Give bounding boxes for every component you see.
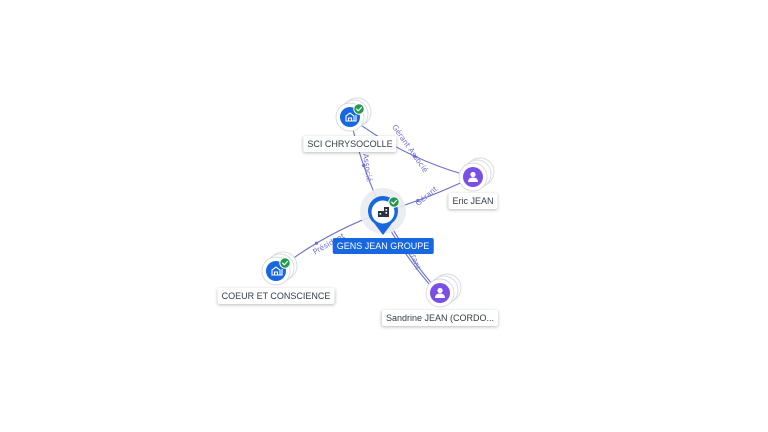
node-main[interactable] — [360, 188, 406, 235]
edge-direction-dot — [362, 163, 366, 168]
node-label-sci[interactable]: SCI CHRYSOCOLLE — [303, 136, 397, 152]
node-sandrine[interactable] — [425, 273, 462, 308]
building-icon — [271, 266, 283, 276]
verified-check-icon — [388, 196, 400, 208]
edge-line — [349, 116, 474, 178]
edge-direction-dot — [413, 154, 417, 158]
verified-check-icon — [279, 257, 291, 269]
edge-direction-dot — [314, 241, 319, 245]
building-icon — [345, 112, 357, 122]
edge-label: Associé — [361, 153, 374, 183]
building-icon — [378, 207, 389, 217]
node-eric[interactable] — [458, 157, 495, 192]
node-label-eric[interactable]: Eric JEAN — [448, 193, 498, 209]
node-label-coeur[interactable]: COEUR ET CONSCIENCE — [217, 288, 335, 304]
person-icon — [435, 287, 445, 298]
person-icon — [468, 171, 478, 182]
edge-direction-dot — [416, 198, 420, 203]
node-label-sandrine[interactable]: Sandrine JEAN (CORDO... — [381, 310, 499, 326]
node-sci[interactable] — [335, 97, 372, 132]
verified-check-icon — [353, 103, 365, 115]
node-coeur[interactable] — [261, 251, 298, 286]
edge-label: Gérant — [414, 184, 440, 208]
node-label-main[interactable]: GENS JEAN GROUPE — [332, 238, 434, 254]
